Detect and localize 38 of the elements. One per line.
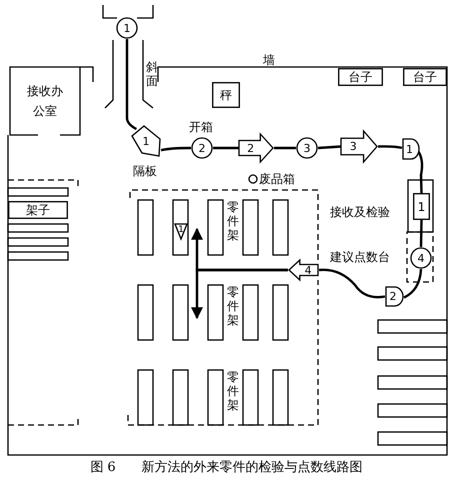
transport-symbol: 3 [340, 130, 378, 163]
flow-line [126, 39, 137, 130]
flow-line [160, 146, 191, 152]
flow-arrow [191, 268, 288, 320]
flow-line [213, 146, 240, 150]
flow-line [274, 146, 296, 150]
table-box: 台子 [403, 68, 447, 86]
rack-label: 零件架 [227, 370, 240, 412]
inspection-square: 1 [413, 193, 430, 220]
bin-label: 废品箱 [259, 173, 295, 186]
area-label: 建议点数台 [330, 251, 390, 264]
transport-symbol: 1 [130, 124, 162, 158]
flow-line [318, 268, 386, 298]
caption: 图 6 新方法的外来零件的检验与点数线路图 [89, 461, 364, 474]
shelf-box: 架子 [8, 201, 68, 219]
storage-triangle: 1 [174, 223, 188, 240]
wall-label: 墙 [263, 54, 275, 67]
transport-symbol: 4 [288, 259, 319, 281]
operation-circle: 3 [296, 137, 318, 159]
step-caption: 开箱 [189, 121, 213, 134]
table-box: 台子 [338, 68, 383, 86]
delay-symbol: 2 [385, 286, 404, 307]
operation-circle: 2 [191, 137, 213, 159]
ramp-label: 斜面 [146, 60, 159, 88]
operation-circle: 4 [410, 247, 432, 269]
area-label: 接收及检验 [330, 206, 390, 219]
operation-circle: 1 [116, 17, 138, 39]
rack-label: 零件架 [227, 285, 240, 327]
flow-line [378, 145, 402, 150]
flow-line [403, 268, 422, 299]
rack-label: 零件架 [227, 200, 240, 242]
scale-box: 秤 [212, 82, 240, 108]
delay-symbol: 1 [402, 138, 420, 160]
transport-symbol: 2 [238, 133, 274, 163]
flow-line [417, 150, 424, 194]
flow-line [420, 220, 423, 248]
flow-line [318, 145, 342, 150]
office-room: 接收办公室 [10, 67, 80, 135]
